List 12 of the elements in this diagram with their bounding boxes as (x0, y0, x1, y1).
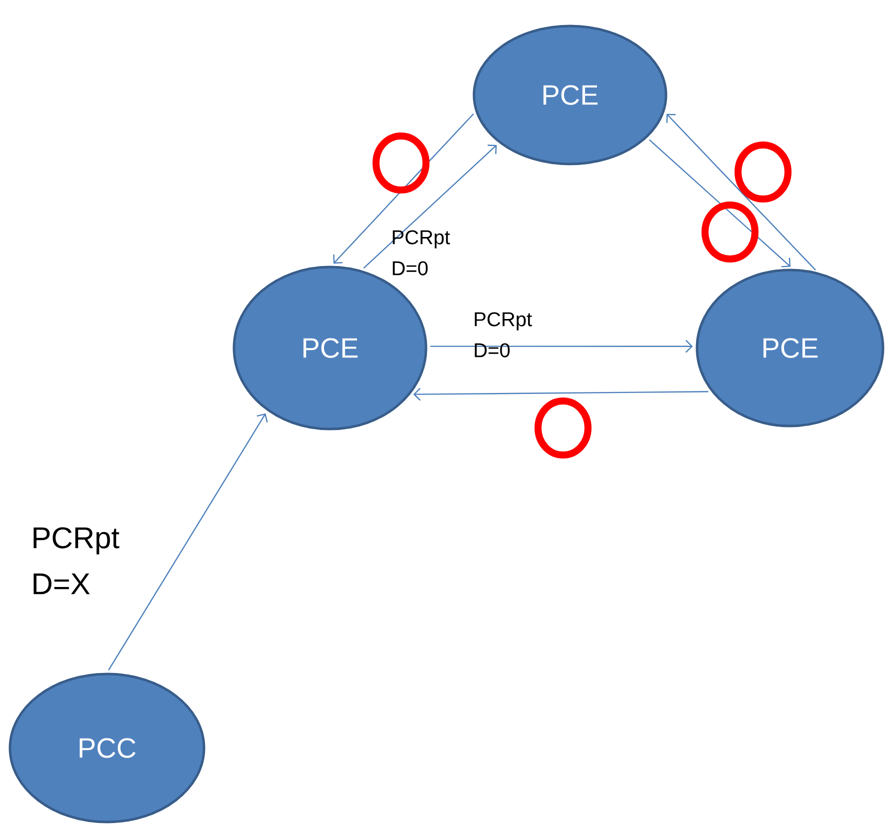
edge-label: PCRpt D=0 (474, 312, 532, 358)
arrow (648, 139, 791, 268)
arrow (430, 340, 693, 353)
arrow (333, 113, 474, 264)
arrow (363, 144, 497, 269)
arrow (108, 413, 268, 671)
ellipse-node: PCE (696, 268, 884, 428)
arrow (666, 114, 816, 270)
arrow (413, 388, 708, 401)
edge-label: PCRpt D=X (34, 527, 120, 594)
ellipse-node: PCE (472, 24, 668, 166)
ellipse-node: PCC (8, 672, 206, 824)
